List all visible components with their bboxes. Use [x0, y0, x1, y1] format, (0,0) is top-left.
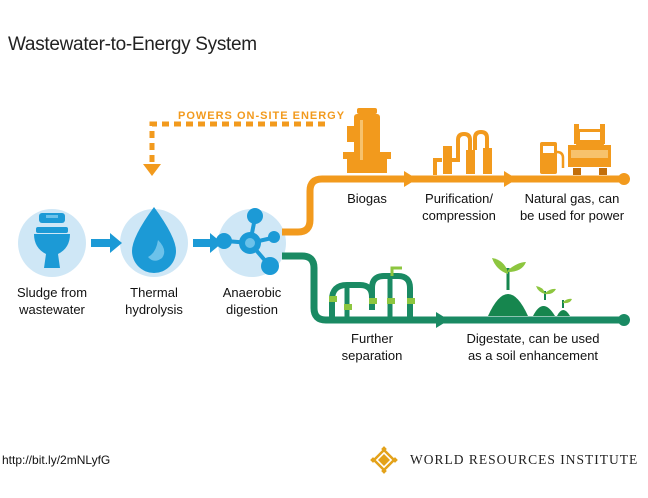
step-label-line1: Thermal [130, 285, 178, 300]
step-label-line2: digestion [225, 302, 279, 317]
arrow-hydrolysis-to-digestion [193, 233, 222, 253]
bottom-label-line2: separation [341, 348, 403, 363]
bottom-label-line2: as a soil enhancement [467, 348, 599, 363]
top-label-line2: compression [422, 208, 496, 223]
bottom-label-line1: Digestate, can be used [466, 331, 600, 346]
bottom-label-separation: Further separation [332, 330, 412, 364]
biogas-pipeline [282, 171, 630, 236]
digestate-pipeline [282, 252, 630, 328]
step-label-line1: Sludge from [16, 285, 88, 300]
powers-dashed-arrow [143, 121, 325, 176]
top-label-line1: Biogas [347, 191, 387, 206]
top-label-purification: Purification/ compression [414, 190, 504, 224]
step-label-line1: Anaerobic [222, 285, 282, 300]
fuel-truck-icon [540, 124, 611, 175]
separation-pipes-icon [329, 266, 415, 320]
soil-sprout-icon [488, 258, 572, 316]
step-label-sludge: Sludge from wastewater [14, 284, 90, 318]
toilet-icon [34, 213, 70, 268]
gas-tank-icon [343, 108, 391, 173]
step-label-hydrolysis: Thermal hydrolysis [114, 284, 194, 318]
top-label-line1: Natural gas, can [524, 191, 620, 206]
step-label-line2: hydrolysis [125, 302, 183, 317]
compression-pipes-icon [433, 129, 492, 175]
bottom-label-line1: Further [351, 331, 393, 346]
powers-on-site-energy-label: POWERS ON-SITE ENERGY [178, 110, 346, 122]
top-label-natural-gas: Natural gas, can be used for power [514, 190, 630, 224]
step-label-digestion: Anaerobic digestion [212, 284, 292, 318]
top-label-line1: Purification/ [425, 191, 493, 206]
arrow-sludge-to-hydrolysis [91, 233, 122, 253]
diagram-title: Wastewater-to-Energy System [8, 34, 257, 55]
source-url: http://bit.ly/2mNLyfG [2, 453, 111, 467]
wri-logo-icon [370, 446, 398, 474]
top-label-biogas: Biogas [332, 190, 402, 207]
water-drop-icon [132, 207, 176, 273]
bottom-label-digestate: Digestate, can be used as a soil enhance… [458, 330, 608, 364]
top-label-line2: be used for power [519, 208, 625, 223]
organization-name: WORLD RESOURCES INSTITUTE [410, 452, 639, 467]
step-label-line2: wastewater [19, 302, 85, 317]
molecule-icon [216, 208, 280, 275]
